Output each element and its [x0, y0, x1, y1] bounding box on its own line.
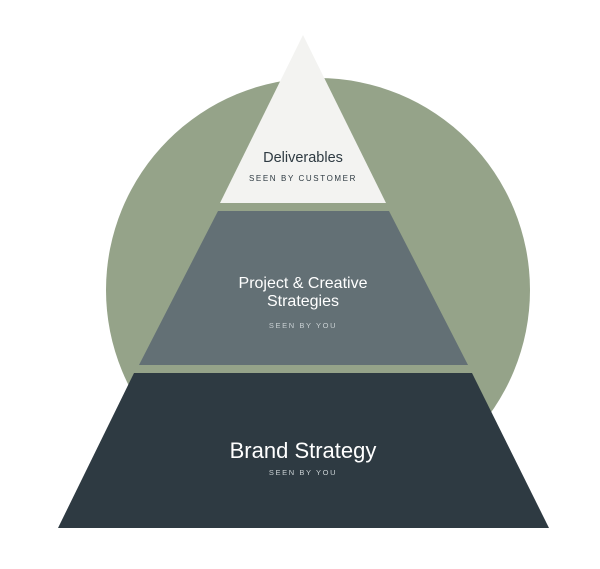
- tier-top-deliverables: [220, 35, 386, 203]
- tier-bottom-brand-strategy: [58, 373, 549, 528]
- tier-top-title: Deliverables: [263, 150, 343, 166]
- tier-middle-caption: SEEN BY YOU: [269, 321, 337, 330]
- tier-bottom-caption: SEEN BY YOU: [269, 468, 337, 477]
- tier-bottom-title: Brand Strategy: [230, 438, 377, 463]
- tier-middle-title-line1: Project & Creative: [239, 275, 368, 292]
- tier-top-caption: SEEN BY CUSTOMER: [249, 174, 357, 183]
- tier-middle-title-line2: Strategies: [267, 293, 339, 310]
- tier-middle-project-creative: [139, 211, 468, 365]
